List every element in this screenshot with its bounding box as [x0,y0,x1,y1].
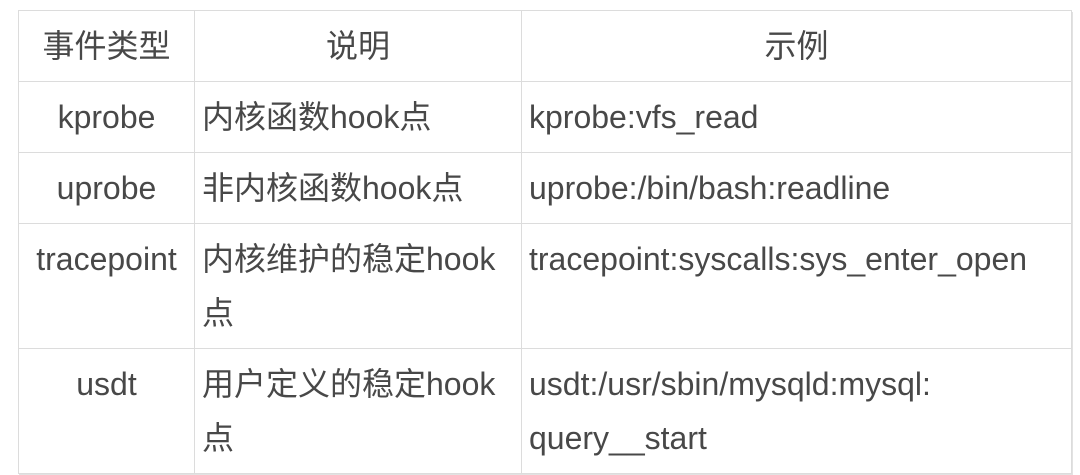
example-cell: tracepoint:​syscalls:​sys_enter_open [521,223,1072,349]
event-type-cell: kprobe [18,81,195,153]
event-type-cell: uprobe [18,152,195,224]
example-cell: usdt:​/usr/sbin/mysqld:​mysql:​query__st… [521,348,1072,474]
table-row-kprobe: kprobe 内核函数hook点 kprobe:​vfs_read [18,81,1072,153]
event-type-cell: usdt [18,348,195,474]
description-cell: 内核维护的稳定hook点 [194,223,522,349]
table-row-tracepoint: tracepoint 内核维护的稳定hook点 tracepoint:​sysc… [18,223,1072,349]
description-cell: 内核函数hook点 [194,81,522,153]
example-cell: uprobe:​/bin/bash:​readline [521,152,1072,224]
table-row-uprobe: uprobe 非内核函数hook点 uprobe:​/bin/bash:​rea… [18,152,1072,224]
header-description: 说明 [194,10,522,82]
event-type-cell: tracepoint [18,223,195,349]
header-row: 事件类型 说明 示例 [18,10,1072,82]
example-cell: kprobe:​vfs_read [521,81,1072,153]
table-row-usdt: usdt 用户定义的稳定hook点 usdt:​/usr/sbin/mysqld… [18,348,1072,474]
description-cell: 非内核函数hook点 [194,152,522,224]
description-cell: 用户定义的稳定hook点 [194,348,522,474]
header-example: 示例 [521,10,1072,82]
event-types-table: 事件类型 说明 示例 kprobe 内核函数hook点 kprobe:​vfs_… [18,10,1072,474]
header-event-type: 事件类型 [18,10,195,82]
